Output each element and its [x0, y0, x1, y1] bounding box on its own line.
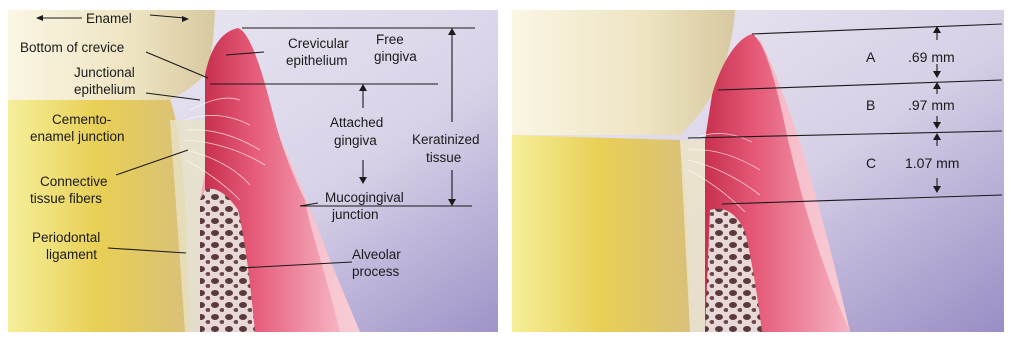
- label-alveolar-2: process: [352, 264, 400, 279]
- label-junctional-2: epithelium: [74, 82, 136, 97]
- right-panel: A .69 mm B .97 mm C 1.07 mm: [512, 10, 1004, 332]
- segment-a-measure: .69 mm: [908, 49, 955, 65]
- label-crevicular-2: epithelium: [286, 53, 348, 68]
- label-cemento-2: enamel junction: [30, 129, 125, 144]
- label-attached-1: Attached: [330, 115, 383, 130]
- label-junctional-1: Junctional: [74, 65, 135, 80]
- segment-b-measure: .97 mm: [908, 97, 955, 113]
- label-periodontal-2: ligament: [46, 247, 97, 262]
- label-cemento-1: Cemento-: [52, 112, 111, 127]
- label-mucogingival-2: junction: [331, 207, 379, 222]
- label-alveolar-1: Alveolar: [352, 247, 401, 262]
- label-free-1: Free: [376, 32, 404, 47]
- label-periodontal-1: Periodontal: [32, 230, 100, 245]
- label-connective-1: Connective: [40, 174, 108, 189]
- segment-c-letter: C: [866, 155, 876, 171]
- label-free-2: gingiva: [374, 49, 417, 64]
- label-crevicular-1: Crevicular: [288, 36, 349, 51]
- left-panel: Enamel Bottom of crevice Junctional epit…: [8, 10, 498, 332]
- root-right: [512, 135, 690, 332]
- segment-c-measure: 1.07 mm: [905, 155, 959, 171]
- label-attached-2: gingiva: [334, 133, 377, 148]
- label-bottom-of-crevice: Bottom of crevice: [20, 40, 124, 55]
- label-keratinized-1: Keratinized: [412, 132, 480, 147]
- segment-a-letter: A: [866, 49, 876, 65]
- label-mucogingival-1: Mucogingival: [325, 190, 404, 205]
- label-keratinized-2: tissue: [426, 150, 461, 165]
- label-enamel: Enamel: [86, 11, 132, 26]
- label-connective-2: tissue fibers: [30, 191, 102, 206]
- segment-b-letter: B: [866, 97, 875, 113]
